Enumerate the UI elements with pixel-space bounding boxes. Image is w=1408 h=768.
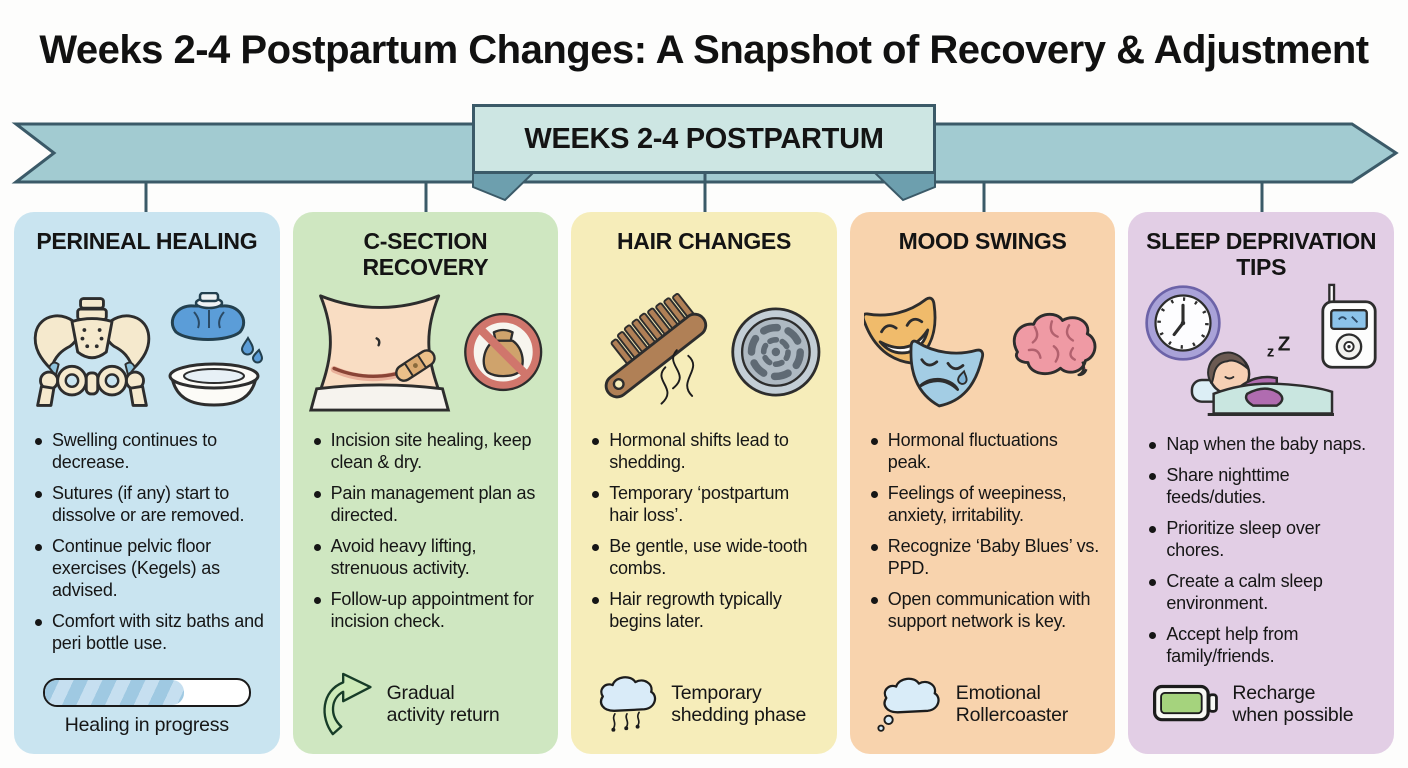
card-title: SLEEP DEPRIVATION TIPS [1146, 228, 1377, 280]
card-footer: Healing in progress [28, 668, 266, 742]
bullet-item: Share nighttime feeds/duties. [1146, 465, 1380, 509]
bullet-item: Open communication with support network … [868, 589, 1102, 633]
bullet-item: Follow-up appointment for incision check… [311, 589, 545, 633]
sitz-bath-basin-icon [168, 362, 260, 407]
bullet-item: Hair regrowth typically begins later. [589, 589, 823, 633]
card-hair-changes: HAIR CHANGES [571, 212, 837, 754]
brain-icon [1012, 312, 1097, 377]
ice-pack-icon [170, 292, 245, 341]
battery-icon [1153, 684, 1219, 722]
bullet-item: Sutures (if any) start to dissolve or ar… [32, 483, 266, 527]
footer-label: Temporary shedding phase [671, 681, 807, 726]
icon-row [863, 282, 1102, 422]
sleeping-mother-icon: z Z [1191, 333, 1335, 417]
svg-text:z: z [1267, 345, 1274, 361]
bullet-item: Feelings of weepiness, anxiety, irritabi… [868, 483, 1102, 527]
footer-label: Healing in progress [64, 713, 229, 736]
progress-bar [42, 677, 251, 707]
bandage-icon [394, 349, 436, 382]
bullet-item: Incision site healing, keep clean & dry. [311, 430, 545, 474]
card-footer: Temporary shedding phase [585, 668, 823, 742]
footer-label: Recharge when possible [1232, 681, 1354, 726]
card-title: C-SECTION RECOVERY [362, 228, 489, 280]
card-title: MOOD SWINGS [898, 228, 1067, 254]
card-footer: Recharge when possible [1142, 668, 1380, 742]
hair-strands [660, 349, 695, 405]
cesarean-abdomen-icon [308, 294, 450, 412]
thought-bubble-icon [877, 677, 940, 732]
pelvis-icon [33, 297, 151, 407]
cards-row: PERINEAL HEALING [14, 212, 1394, 754]
card-title: PERINEAL HEALING [36, 228, 258, 254]
bullet-list: Swelling continues to decrease. Sutures (… [28, 430, 266, 655]
water-drops-icon [240, 336, 263, 364]
baby-monitor-icon [1321, 283, 1377, 369]
bullet-list: Nap when the baby naps. Share nighttime f… [1142, 434, 1380, 668]
bullet-item: Pain management plan as directed. [311, 483, 545, 527]
card-mood-swings: MOOD SWINGS [849, 212, 1116, 754]
bullet-item: Accept help from family/friends. [1146, 624, 1380, 668]
card-footer: Gradual activity return [307, 668, 545, 742]
bullet-item: Create a calm sleep environment. [1146, 571, 1380, 615]
bullet-list: Hormonal shifts lead to shedding. Tempora… [585, 430, 823, 633]
bullet-item: Hormonal shifts lead to shedding. [589, 430, 823, 474]
footer-label: Gradual activity return [386, 681, 500, 726]
bullet-item: Hormonal fluctuations peak. [868, 430, 1102, 474]
bullet-item: Be gentle, use wide-tooth combs. [589, 536, 823, 580]
svg-text:Z: Z [1278, 333, 1291, 356]
card-perineal-healing: PERINEAL HEALING [14, 212, 280, 754]
brain-folds [1027, 320, 1076, 363]
ribbon-fold-right [871, 171, 936, 202]
bullet-item: Avoid heavy lifting, strenuous activity. [311, 536, 545, 580]
bullet-item: Swelling continues to decrease. [32, 430, 266, 474]
sad-mask [909, 339, 984, 408]
ice-pack-and-basin-icons [168, 292, 263, 407]
ribbon-fold-left [472, 171, 537, 202]
comb-icon [604, 292, 708, 405]
icon-row: z Z [1142, 282, 1380, 426]
bullet-item: Comfort with sitz baths and peri bottle … [32, 611, 266, 655]
footer-label: Emotional Rollercoaster [955, 681, 1069, 726]
drain-icon [731, 307, 821, 397]
theater-masks-icon [863, 296, 984, 408]
card-sleep-deprivation-tips: SLEEP DEPRIVATION TIPS z Z [1128, 212, 1394, 754]
curved-arrow-icon [323, 672, 372, 736]
bullet-item: Recognize ‘Baby Blues’ vs. PPD. [868, 536, 1102, 580]
bullet-list: Incision site healing, keep clean & dry.… [307, 430, 545, 633]
bullet-item: Prioritize sleep over chores. [1146, 518, 1380, 562]
icon-row [307, 282, 545, 422]
falling-hairs [612, 711, 641, 730]
card-title: HAIR CHANGES [616, 228, 791, 254]
banner-label: WEEKS 2-4 POSTPARTUM [472, 104, 936, 174]
clock-icon [1145, 285, 1222, 361]
icon-row [585, 282, 823, 422]
bullet-list: Hormonal fluctuations peak. Feelings of w… [864, 430, 1102, 633]
bullet-item: Temporary ‘postpartum hair loss’. [589, 483, 823, 527]
progress-bar-fill [44, 679, 184, 705]
no-heavy-lifting-icon [463, 312, 543, 392]
page-title: Weeks 2-4 Postpartum Changes: A Snapshot… [39, 28, 1369, 72]
connector-lines [144, 174, 1264, 214]
bullet-item: Nap when the baby naps. [1146, 434, 1380, 456]
icon-row [28, 282, 266, 422]
card-c-section-recovery: C-SECTION RECOVERY [292, 212, 559, 754]
card-footer: Emotional Rollercoaster [864, 668, 1102, 742]
shedding-cloud-icon [600, 676, 657, 732]
bullet-item: Continue pelvic floor exercises (Kegels)… [32, 536, 266, 602]
